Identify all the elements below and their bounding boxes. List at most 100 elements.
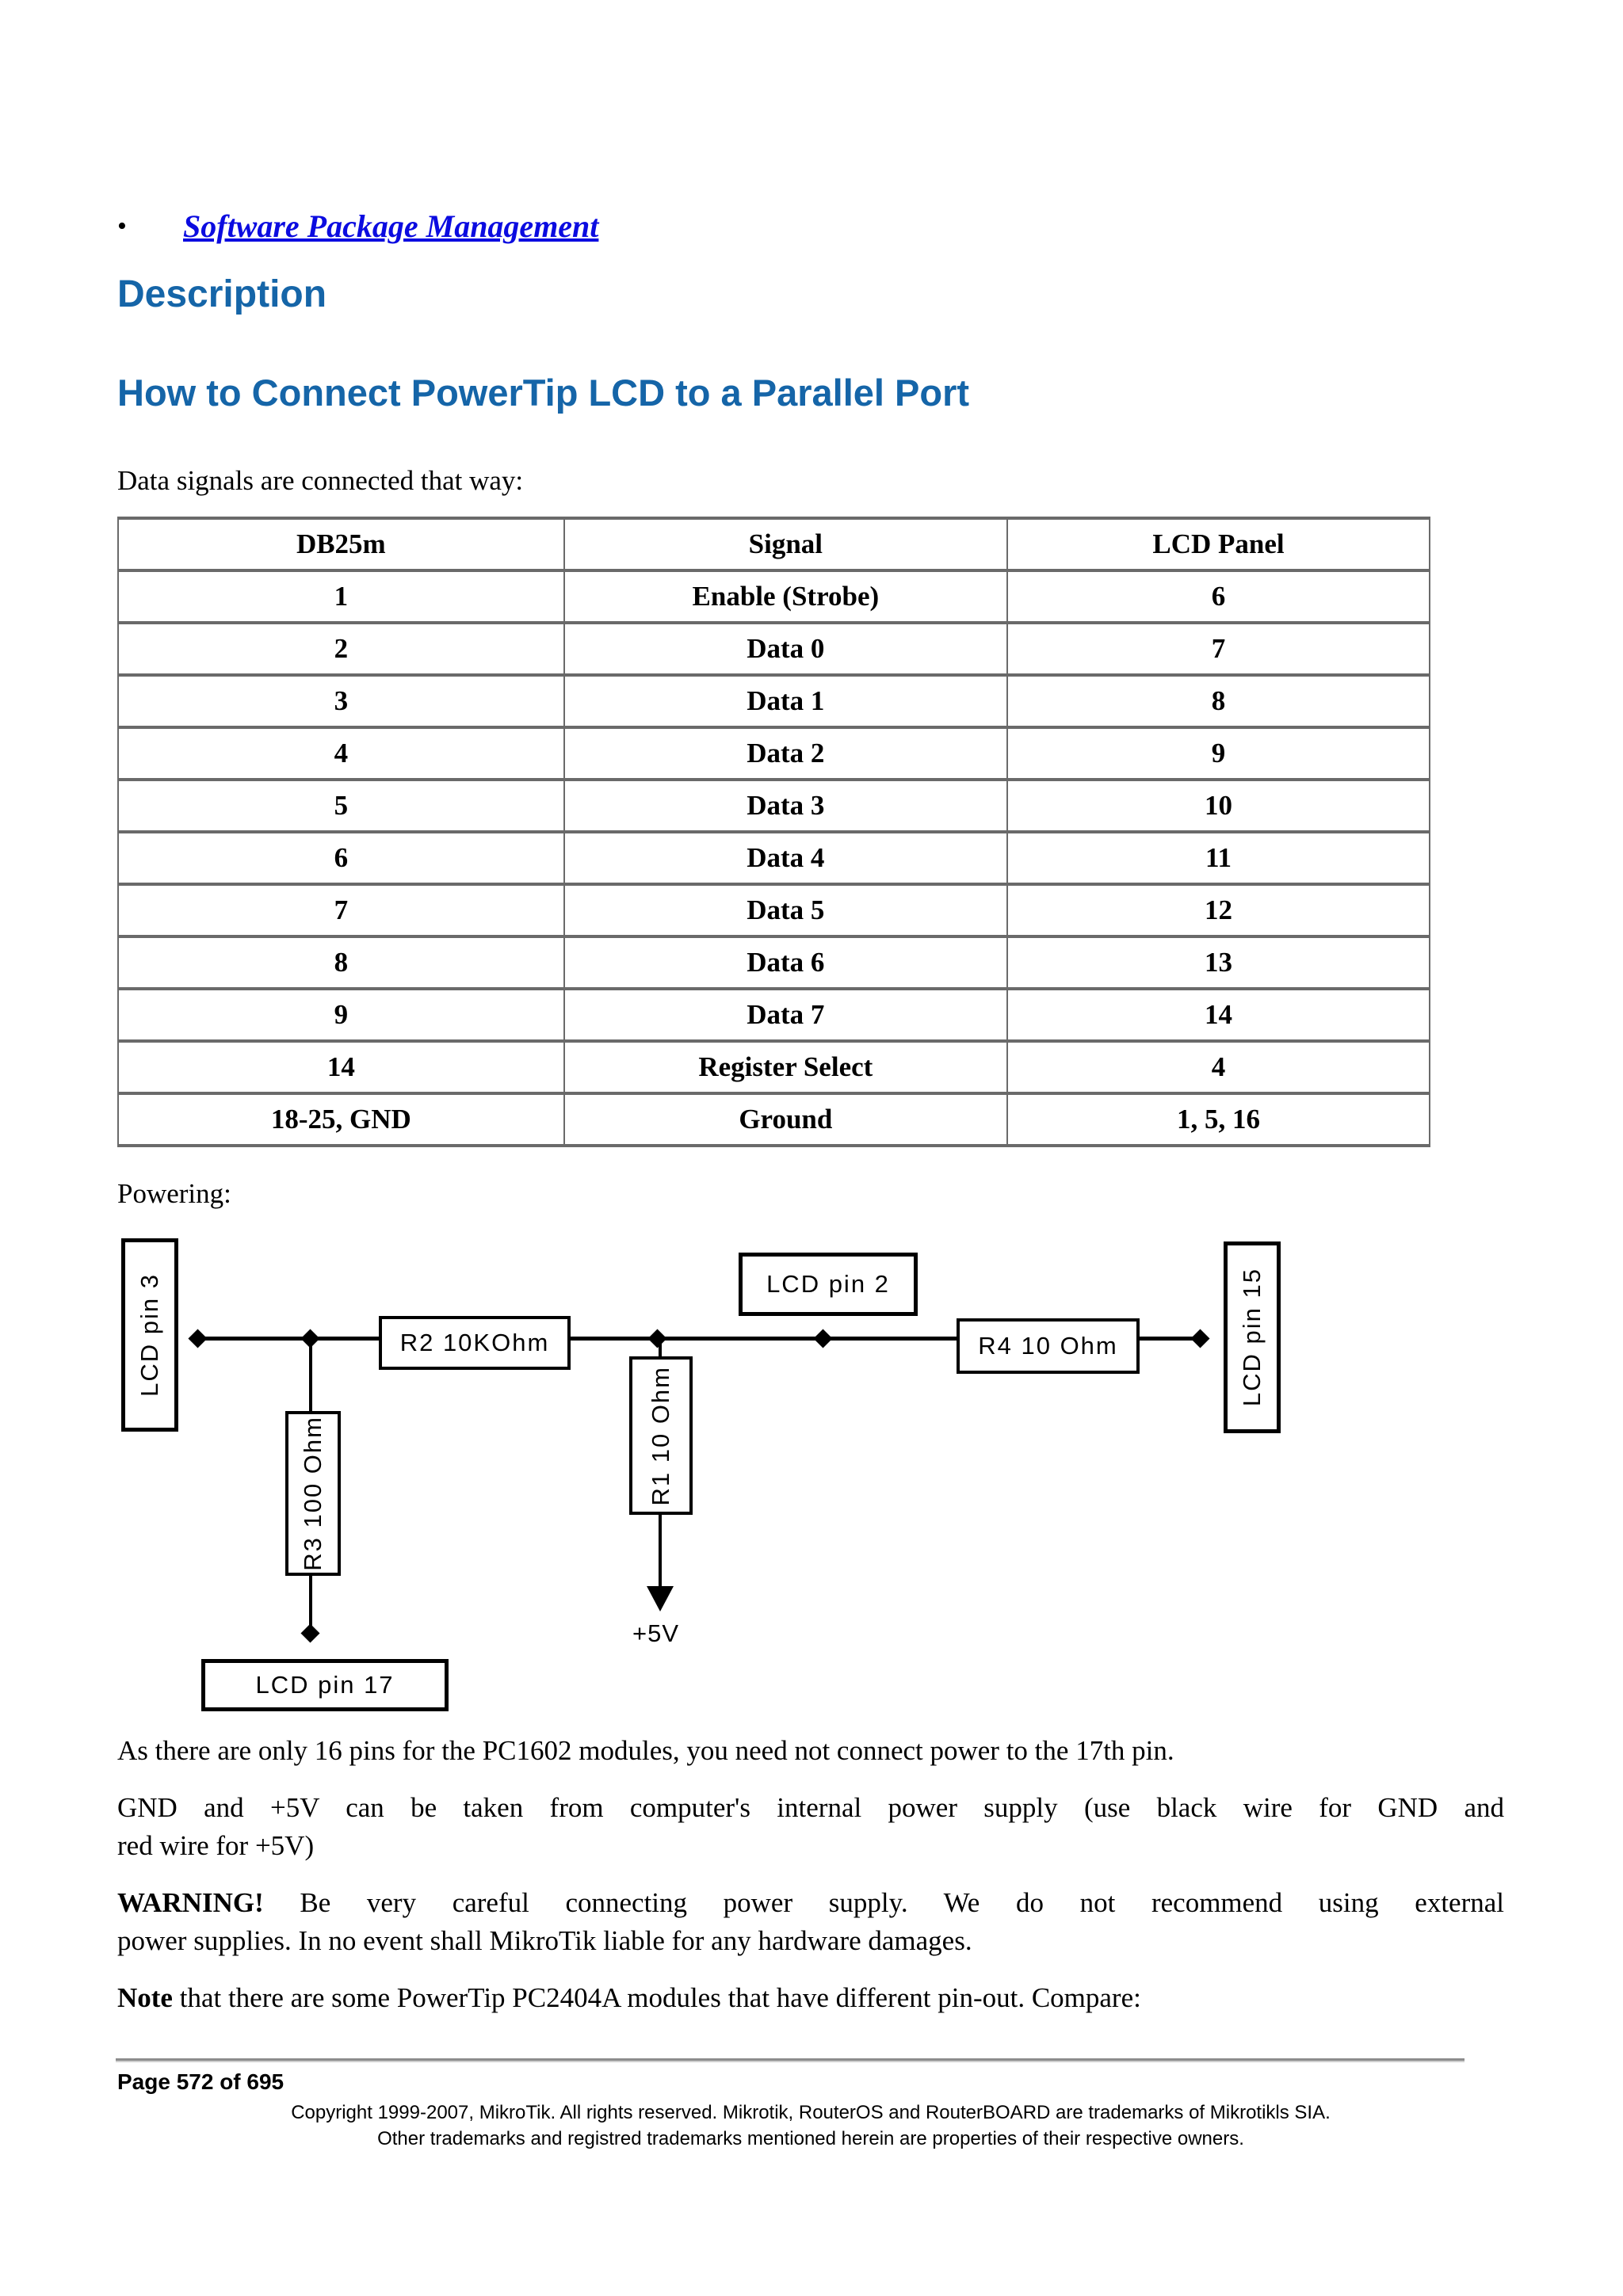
paragraph-line: red wire for +5V): [117, 1830, 315, 1861]
cell-lcd-panel: 11: [1006, 830, 1430, 886]
warning-text: Be very careful connecting power supply.…: [263, 1887, 1504, 1918]
cell-lcd-panel: 8: [1006, 673, 1430, 729]
r1-branch-wire-lower: [659, 1513, 662, 1588]
junction-dot: [813, 1329, 833, 1348]
paragraph-line: WARNING! Be very careful connecting powe…: [117, 1884, 1504, 1922]
cell-lcd-panel: 14: [1006, 987, 1430, 1043]
copyright-line-2: Other trademarks and registred trademark…: [377, 2128, 1244, 2149]
cell-lcd-panel: 13: [1006, 935, 1430, 990]
cell-db25m: 1: [117, 569, 565, 624]
cell-db25m: 14: [117, 1039, 565, 1095]
cell-lcd-panel: 4: [1006, 1039, 1430, 1095]
paragraph-line: GND and +5V can be taken from computer's…: [117, 1792, 1504, 1823]
cell-lcd-panel: 1, 5, 16: [1006, 1092, 1430, 1147]
lcd-pin-2-label: LCD pin 2: [766, 1270, 890, 1298]
note-label: Note: [117, 1982, 173, 2013]
r3-branch-wire-upper: [309, 1338, 312, 1413]
cell-lcd-panel: 12: [1006, 883, 1430, 938]
cell-lcd-panel: 6: [1006, 569, 1430, 624]
paragraph-note: Note that there are some PowerTip PC2404…: [117, 1979, 1504, 2017]
cell-db25m: 4: [117, 726, 565, 781]
lcd-pin-15-box: LCD pin 15: [1224, 1241, 1281, 1433]
column-header-lcd-panel: LCD Panel: [1006, 517, 1430, 572]
cell-signal: Data 4: [563, 830, 1009, 886]
cell-db25m: 2: [117, 621, 565, 677]
lcd-pin-17-label: LCD pin 17: [255, 1671, 395, 1699]
footer-divider: [116, 2058, 1465, 2062]
paragraph-pc1602: As there are only 16 pins for the PC1602…: [117, 1735, 1174, 1766]
cell-db25m: 7: [117, 883, 565, 938]
cell-db25m: 8: [117, 935, 565, 990]
table-header-row: DB25m Signal LCD Panel: [117, 517, 1430, 572]
powering-label: Powering:: [117, 1178, 231, 1209]
r3-branch-wire-lower: [309, 1572, 312, 1634]
cell-signal: Data 1: [563, 673, 1009, 729]
cell-db25m: 9: [117, 987, 565, 1043]
paragraph-warning: WARNING! Be very careful connecting powe…: [117, 1884, 1504, 1960]
junction-dot: [1190, 1329, 1210, 1348]
lcd-pin-3-box: LCD pin 3: [121, 1238, 178, 1432]
resistor-r2-box: R2 10KOhm: [379, 1316, 571, 1370]
cell-signal: Register Select: [563, 1039, 1009, 1095]
cell-lcd-panel: 7: [1006, 621, 1430, 677]
body-text: As there are only 16 pins for the PC1602…: [117, 1732, 1504, 2017]
resistor-r1-box: R1 10 Ohm: [629, 1356, 693, 1515]
lcd-pin-17-box: LCD pin 17: [201, 1659, 449, 1711]
subsection-heading-how-to-connect: How to Connect PowerTip LCD to a Paralle…: [117, 372, 970, 414]
resistor-r4-label: R4 10 Ohm: [978, 1332, 1118, 1360]
arrow-down-icon: [647, 1586, 674, 1611]
cell-signal: Data 5: [563, 883, 1009, 938]
cell-lcd-panel: 10: [1006, 778, 1430, 833]
cell-signal: Ground: [563, 1092, 1009, 1147]
cell-db25m: 18-25, GND: [117, 1092, 565, 1147]
lcd-pin-3-label: LCD pin 3: [136, 1273, 163, 1397]
bullet-icon: •: [117, 212, 127, 241]
junction-dot: [300, 1623, 320, 1643]
warning-label: WARNING!: [117, 1887, 264, 1918]
lcd-pin-2-box: LCD pin 2: [739, 1253, 918, 1316]
column-header-signal: Signal: [563, 517, 1009, 572]
paragraph-gnd-5v: GND and +5V can be taken from computer's…: [117, 1789, 1504, 1865]
r1-branch-wire-upper: [659, 1338, 662, 1360]
software-package-management-link[interactable]: Software Package Management: [183, 208, 599, 244]
cell-db25m: 5: [117, 778, 565, 833]
column-header-db25m: DB25m: [117, 517, 565, 572]
cell-signal: Data 3: [563, 778, 1009, 833]
cell-signal: Data 6: [563, 935, 1009, 990]
junction-dot: [300, 1329, 320, 1348]
page-number: Page 572 of 695: [117, 2069, 285, 2094]
resistor-r3-box: R3 100 Ohm: [285, 1411, 341, 1576]
powering-circuit-diagram: LCD pin 3 R2 10KOhm R3 100 Ohm R1 10 Ohm…: [117, 1228, 1354, 1743]
cell-signal: Enable (Strobe): [563, 569, 1009, 624]
note-text: that there are some PowerTip PC2404A mod…: [172, 1982, 1141, 2013]
cell-signal: Data 2: [563, 726, 1009, 781]
resistor-r1-label: R1 10 Ohm: [647, 1365, 674, 1506]
lcd-pin-15-label: LCD pin 15: [1238, 1268, 1266, 1407]
copyright-notice: Copyright 1999-2007, MikroTik. All right…: [117, 2100, 1504, 2152]
junction-dot: [647, 1329, 667, 1348]
cell-db25m: 3: [117, 673, 565, 729]
intro-text: Data signals are connected that way:: [117, 465, 524, 496]
cell-db25m: 6: [117, 830, 565, 886]
resistor-r3-label: R3 100 Ohm: [299, 1416, 327, 1571]
resistor-r2-label: R2 10KOhm: [399, 1329, 550, 1356]
resistor-r4-box: R4 10 Ohm: [957, 1318, 1140, 1374]
cell-signal: Data 0: [563, 621, 1009, 677]
paragraph-line: power supplies. In no event shall MikroT…: [117, 1925, 972, 1956]
section-heading-description: Description: [117, 273, 327, 315]
junction-dot: [188, 1329, 208, 1348]
copyright-line-1: Copyright 1999-2007, MikroTik. All right…: [291, 2102, 1331, 2123]
main-horizontal-wire: [193, 1337, 1202, 1341]
